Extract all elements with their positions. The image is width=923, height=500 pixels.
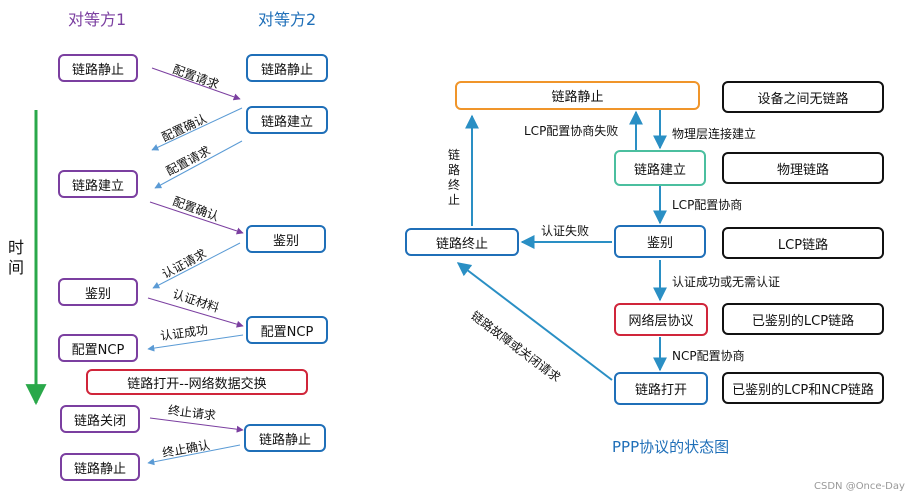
msg-line-m6 bbox=[147, 297, 244, 328]
label-phys-up: 物理层连接建立 bbox=[672, 127, 757, 141]
party2-header: 对等方2 bbox=[258, 10, 317, 29]
msg-line-m1 bbox=[151, 67, 241, 101]
right-box-config-ncp: 配置NCP bbox=[246, 316, 328, 344]
time-label: 时间 bbox=[8, 238, 25, 277]
state-link-static: 链路静止 bbox=[455, 81, 700, 110]
left-box-config-ncp: 配置NCP bbox=[58, 334, 138, 362]
left-box-link-estab: 链路建立 bbox=[58, 170, 138, 198]
desc-lcp-link: LCP链路 bbox=[722, 227, 884, 259]
left-box-auth: 鉴别 bbox=[58, 278, 138, 306]
state-link-estab: 链路建立 bbox=[614, 150, 706, 186]
label-auth-fail: 认证失败 bbox=[541, 224, 590, 238]
msg-line-m4 bbox=[149, 201, 244, 235]
msg-line-m8 bbox=[149, 417, 244, 433]
state-link-term: 链路终止 bbox=[405, 228, 519, 256]
desc-physical-link: 物理链路 bbox=[722, 152, 884, 184]
msg-line-m7 bbox=[147, 334, 244, 352]
state-auth: 鉴别 bbox=[614, 225, 706, 258]
state-link-open: 链路打开 bbox=[614, 372, 708, 405]
msg-line-m2 bbox=[151, 107, 243, 151]
label-lcp-fail: LCP配置协商失败 bbox=[524, 124, 619, 138]
msg-line-m9 bbox=[147, 444, 241, 466]
label-term-vert: 链路终止 bbox=[448, 148, 461, 207]
right-box-link-static-1: 链路静止 bbox=[246, 54, 328, 82]
diagram-title: PPP协议的状态图 bbox=[612, 438, 730, 456]
left-box-link-static-2: 链路静止 bbox=[60, 453, 140, 481]
state-network-layer: 网络层协议 bbox=[614, 303, 708, 336]
label-lcp-neg: LCP配置协商 bbox=[672, 198, 743, 212]
msg-line-m3 bbox=[154, 140, 243, 189]
watermark: CSDN @Once-Day bbox=[814, 481, 905, 492]
left-box-link-static-1: 链路静止 bbox=[58, 54, 138, 82]
left-box-link-close: 链路关闭 bbox=[60, 405, 140, 433]
right-box-link-static-2: 链路静止 bbox=[244, 424, 326, 452]
label-auth-ok: 认证成功或无需认证 bbox=[672, 275, 781, 289]
desc-no-link: 设备之间无链路 bbox=[722, 81, 884, 113]
link-open-banner: 链路打开--网络数据交换 bbox=[86, 369, 308, 395]
desc-auth-lcp-link: 已鉴别的LCP链路 bbox=[722, 303, 884, 335]
msg-line-m5 bbox=[152, 242, 241, 289]
arrow-open-to-term bbox=[456, 262, 613, 381]
right-box-auth: 鉴别 bbox=[246, 225, 326, 253]
label-ncp-neg: NCP配置协商 bbox=[672, 349, 745, 363]
right-box-link-estab: 链路建立 bbox=[246, 106, 328, 134]
party1-header: 对等方1 bbox=[68, 10, 127, 29]
desc-auth-lcp-ncp-link: 已鉴别的LCP和NCP链路 bbox=[722, 372, 884, 404]
